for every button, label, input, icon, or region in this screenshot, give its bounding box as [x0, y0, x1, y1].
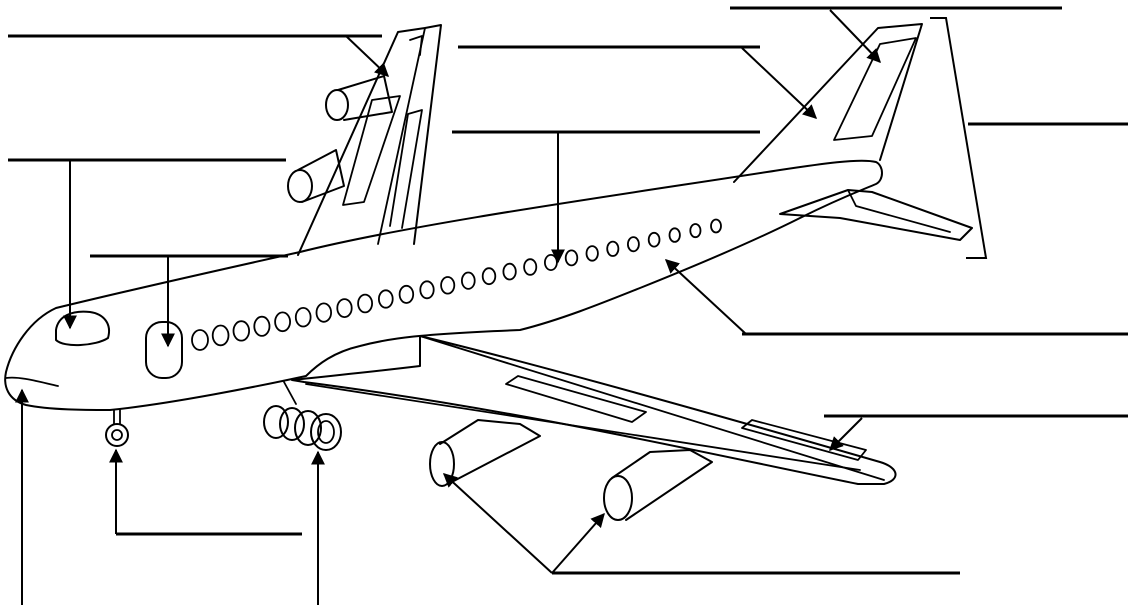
nose-landing-gear	[105, 409, 129, 447]
cabin-window	[232, 320, 251, 342]
cabin-window	[564, 249, 579, 267]
cabin-window	[606, 240, 620, 257]
cockpit-window-shape	[55, 310, 110, 346]
cabin-window	[689, 223, 702, 239]
cabin-window	[253, 315, 271, 337]
cabin-window	[191, 329, 209, 351]
horizontal-stabilizer	[779, 189, 973, 241]
cabin-window	[585, 245, 599, 262]
near-engine-inner	[429, 419, 541, 487]
cabin-window	[419, 280, 435, 300]
tail-bracket	[930, 17, 988, 259]
cabin-windows	[191, 218, 722, 351]
far-wing	[297, 24, 442, 256]
far-engine-lower	[287, 149, 345, 203]
passenger-door-shape	[145, 321, 183, 379]
cabin-window	[627, 236, 640, 253]
cabin-window	[710, 218, 722, 234]
cabin-window	[668, 227, 681, 243]
cabin-window	[481, 267, 497, 286]
cabin-window	[357, 293, 374, 314]
cabin-window	[294, 307, 312, 328]
cabin-window	[398, 284, 415, 304]
cabin-window	[211, 324, 230, 347]
cabin-window	[523, 258, 538, 276]
cabin-window	[274, 311, 292, 333]
near-engine-outer	[603, 449, 713, 521]
fuselage	[4, 159, 883, 411]
far-engine-upper	[325, 75, 393, 121]
vertical-stabilizer	[733, 23, 923, 183]
cabin-window	[544, 253, 558, 271]
cabin-window	[377, 289, 394, 309]
cabin-window	[336, 298, 353, 319]
cabin-window	[315, 302, 333, 323]
cabin-window	[647, 231, 661, 248]
cabin-window	[502, 262, 517, 281]
main-landing-gear	[263, 381, 342, 451]
label-blanks	[8, 6, 1128, 605]
near-wing	[291, 335, 897, 485]
cabin-window	[460, 271, 476, 290]
cabin-window	[440, 276, 456, 295]
